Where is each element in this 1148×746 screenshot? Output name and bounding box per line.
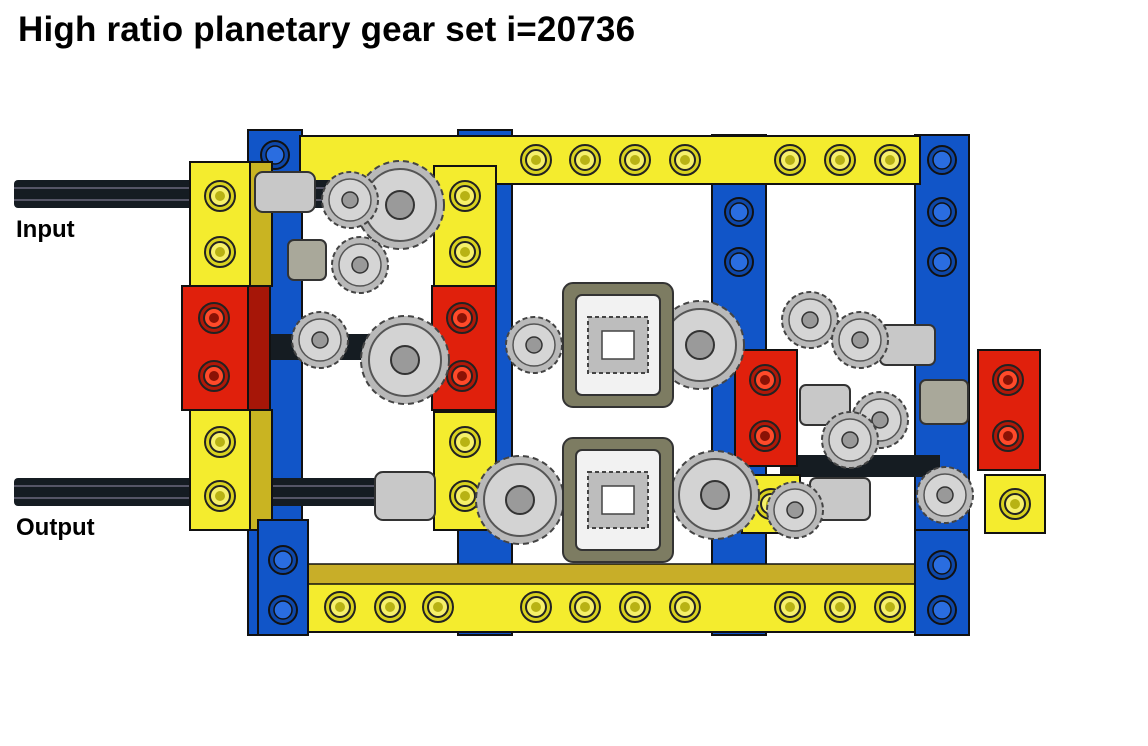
- output-label: Output: [16, 514, 95, 541]
- diagram-title: High ratio planetary gear set i=20736: [18, 10, 636, 49]
- differential-housings: [562, 282, 674, 563]
- bushings: [254, 171, 969, 521]
- red-bricks: [181, 285, 1041, 471]
- input-label: Input: [16, 216, 75, 243]
- yellow-bricks: [189, 161, 1046, 534]
